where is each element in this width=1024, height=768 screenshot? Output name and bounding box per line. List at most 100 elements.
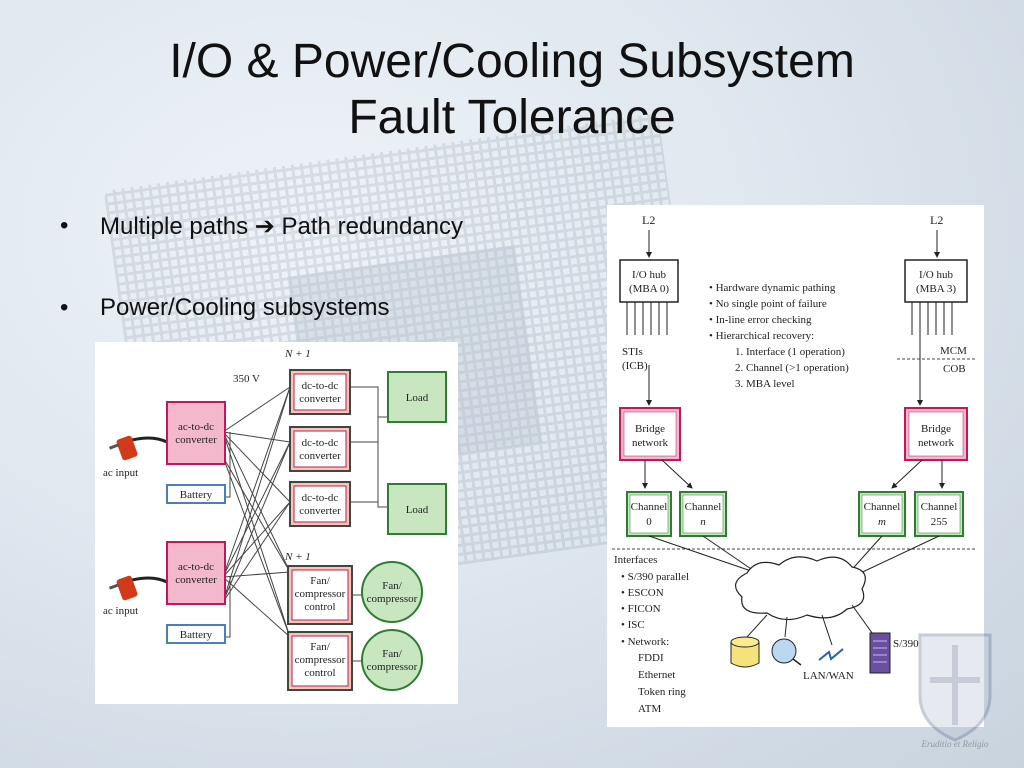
bridge-left-line1: Bridge	[635, 423, 665, 435]
fanctrl1-line2: compressor	[295, 588, 346, 600]
feature-6: 2. Channel (>1 operation)	[735, 362, 849, 374]
channelm-line1: Channel	[864, 501, 901, 513]
feature-7: 3. MBA level	[735, 378, 795, 390]
network-atm: ATM	[638, 703, 661, 715]
fanctrl2-line3: control	[304, 667, 335, 679]
ac-input-label-1: ac input	[103, 467, 138, 479]
battery1-label: Battery	[180, 489, 213, 501]
feature-2: • No single point of failure	[709, 298, 827, 310]
bridge-network-left: Bridge network	[619, 407, 681, 461]
sti-arrows	[626, 302, 953, 406]
bullet-dot: •	[60, 212, 69, 239]
crest-motto: Eruditio et Religio	[921, 739, 989, 749]
channel0-line1: Channel	[631, 501, 668, 513]
dcdc-converter-2: dc-to-dc converter	[289, 426, 351, 472]
channel-n: Channel n	[679, 491, 727, 537]
dcdc-converter-3: dc-to-dc converter	[289, 481, 351, 527]
crest-svg: Eruditio et Religio	[918, 633, 992, 749]
cob-label: COB	[943, 363, 966, 375]
dcdc3-line1: dc-to-dc	[302, 492, 339, 504]
hub-left-line1: I/O hub	[632, 269, 666, 281]
acdc-converter-2: ac-to-dc converter	[166, 541, 226, 605]
fan-control-1: Fan/ compressor control	[287, 565, 353, 625]
fan-wires	[352, 594, 363, 662]
acdc2-line1: ac-to-dc	[178, 561, 214, 573]
slide-title: I/O & Power/Cooling Subsystem Fault Tole…	[0, 34, 1024, 146]
interface-ficon: • FICON	[621, 603, 661, 615]
interfaces-heading: Interfaces	[614, 554, 657, 566]
channel-0: Channel 0	[626, 491, 672, 537]
channel-255: Channel 255	[914, 491, 964, 537]
dcdc-converter-1: dc-to-dc converter	[289, 369, 351, 415]
acdc2-line2: converter	[175, 574, 217, 586]
feature-4: • Hierarchical recovery:	[709, 330, 814, 342]
battery2-label: Battery	[180, 629, 213, 641]
fan2-line2: compressor	[367, 661, 418, 673]
fanctrl2-line2: compressor	[295, 654, 346, 666]
interface-escon: • ESCON	[621, 587, 664, 599]
channeln-line2: n	[700, 516, 706, 528]
dcdc2-line1: dc-to-dc	[302, 437, 339, 449]
hub-left-line2: (MBA 0)	[629, 283, 669, 295]
stis-line1: STIs	[622, 346, 643, 358]
feature-3: • In-line error checking	[709, 314, 812, 326]
interface-list: Interfaces • S/390 parallel • ESCON • FI…	[614, 554, 689, 715]
fan1-line2: compressor	[367, 593, 418, 605]
interface-isc: • ISC	[621, 619, 645, 631]
disk-drive-icon	[771, 638, 802, 666]
power-diagram-svg: N + 1 350 V ac input ac input ac-to-dc c…	[103, 348, 447, 691]
load2-label: Load	[406, 504, 429, 516]
bullet-dot: •	[60, 294, 69, 321]
plug-icon	[108, 435, 168, 461]
hub-right-line2: (MBA 3)	[916, 283, 956, 295]
database-icon	[730, 636, 760, 668]
fan-control-2: Fan/ compressor control	[287, 631, 353, 691]
fan-compressor-2: Fan/ compressor	[361, 629, 423, 691]
interface-s390: • S/390 parallel	[621, 571, 689, 583]
battery-1: Battery	[166, 484, 226, 504]
l2-right-label: L2	[930, 213, 943, 227]
dcdc2-line2: converter	[299, 450, 341, 462]
ac-input-label-2: ac input	[103, 605, 138, 617]
title-line-1: I/O & Power/Cooling Subsystem	[169, 35, 855, 88]
arrow-right-icon: ➔	[254, 213, 275, 240]
bridge-right-line1: Bridge	[921, 423, 951, 435]
bullet-text-2: Power/Cooling subsystems	[100, 294, 390, 321]
crest-emblem: Eruditio et Religio	[905, 625, 1005, 750]
channel255-line2: 255	[931, 516, 948, 528]
plug-icon	[108, 575, 168, 601]
channelm-line2: m	[878, 516, 886, 528]
l2-left-label: L2	[642, 213, 655, 227]
io-subsystem-diagram: L2 L2 I/O hub (MBA 0) I/O hub (MBA 3) • …	[607, 205, 984, 727]
fanctrl1-line1: Fan/	[310, 575, 331, 587]
power-cooling-diagram: N + 1 350 V ac input ac input ac-to-dc c…	[95, 342, 458, 704]
fan1-line1: Fan/	[382, 580, 403, 592]
feature-1: • Hardware dynamic pathing	[709, 282, 836, 294]
fanctrl1-line3: control	[304, 601, 335, 613]
lan-wan-label: LAN/WAN	[803, 670, 854, 682]
n-plus-1-bottom: N + 1	[284, 551, 311, 563]
dcdc1-line1: dc-to-dc	[302, 380, 339, 392]
load1-label: Load	[406, 392, 429, 404]
hub-right-line1: I/O hub	[919, 269, 953, 281]
bridge-right-line2: network	[918, 437, 955, 449]
acdc-converter-1: ac-to-dc converter	[166, 401, 226, 465]
bridge-network-right: Bridge network	[904, 407, 968, 461]
bullet-item: • Power/Cooling subsystems	[60, 294, 463, 376]
network-token-ring: Token ring	[638, 686, 686, 698]
feature-list: • Hardware dynamic pathing • No single p…	[709, 282, 849, 390]
bullet1-left: Multiple paths	[100, 213, 249, 240]
dcdc1-line2: converter	[299, 393, 341, 405]
lightning-icon	[818, 648, 844, 661]
feature-5: 1. Interface (1 operation)	[735, 346, 845, 358]
io-diagram-svg: L2 L2 I/O hub (MBA 0) I/O hub (MBA 3) • …	[612, 213, 977, 715]
battery-2: Battery	[166, 624, 226, 644]
server-icon	[869, 632, 891, 674]
acdc1-line1: ac-to-dc	[178, 421, 214, 433]
dcdc3-line2: converter	[299, 505, 341, 517]
channeln-line1: Channel	[685, 501, 722, 513]
channel-cloud-lines	[648, 535, 940, 578]
fan-compressor-1: Fan/ compressor	[361, 561, 423, 623]
cloud-device-lines	[746, 604, 876, 646]
interface-network: • Network:	[621, 636, 669, 648]
